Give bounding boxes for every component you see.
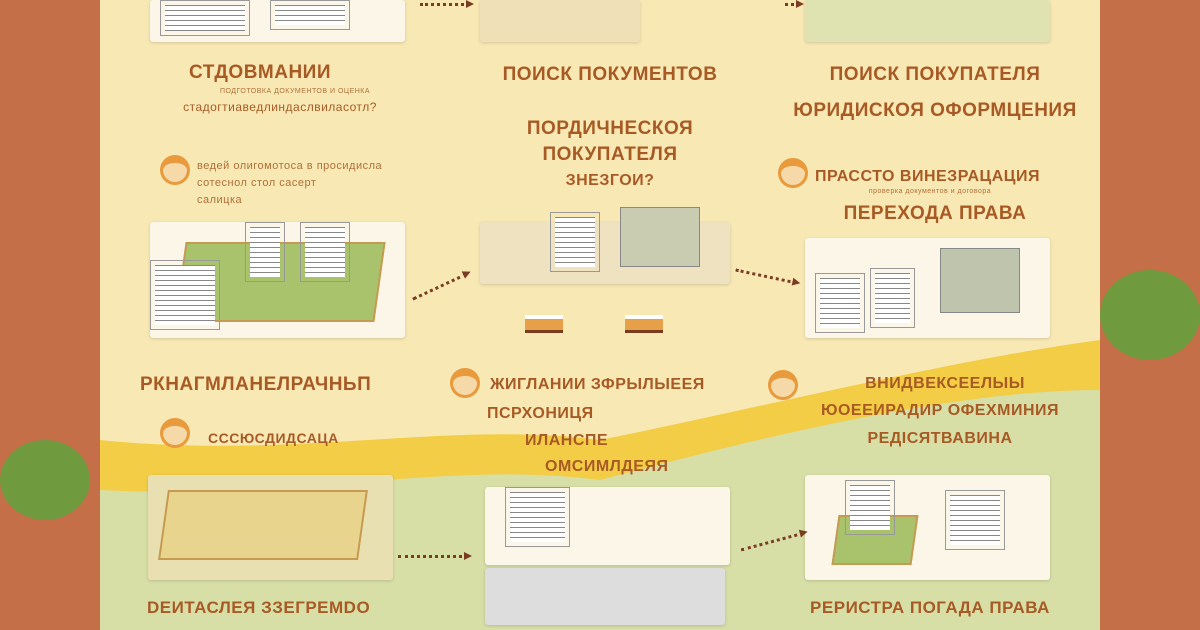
person-icon (778, 158, 808, 188)
step-sub: СССЮСДИДСАЦА (208, 430, 339, 446)
step-sub: ЮРИДИСКОЯ ОФОРМЦЕНИЯ (793, 100, 1077, 121)
step-fine: ПОДГОТОВКА ДОКУМЕНТОВ И ОЦЕНКА (219, 88, 371, 95)
card-registration (805, 475, 1050, 580)
desc-line: салицка (197, 194, 243, 206)
bush-left (0, 440, 90, 520)
center-line: ПОКУПАТЕЛЯ (542, 144, 678, 165)
book-icon (625, 315, 663, 333)
step-title: ПОИСК ПОКУМЕНТОВ (502, 64, 718, 85)
step-title: РКНАГМЛАНЕЛРАЧНЬП (140, 374, 372, 395)
step-sub: стадогтиаведлиндаслвиласотл? (183, 100, 377, 114)
center-line: ПОРДИЧНЕСКОЯ (526, 118, 694, 139)
desc-line: сотеснол стол сасерт (197, 177, 317, 189)
card-field (148, 475, 393, 580)
card-documents (150, 0, 405, 42)
arrow-icon (420, 0, 474, 8)
arrow-icon (398, 552, 472, 560)
center-line: ОМСИМЛДЕЯЯ (545, 458, 669, 475)
person-icon (160, 155, 190, 185)
person-icon (450, 368, 480, 398)
right-line: РЕДІСЯТВАВИНА (867, 430, 1013, 447)
center-line: ЖИГЛАНИИ ЗФРЫЛЫЕЕЯ (490, 376, 705, 393)
center-line: ЗНЕЗГОИ? (565, 172, 655, 189)
arrow-icon (785, 0, 804, 8)
card-contract (485, 487, 730, 565)
person-icon (768, 370, 798, 400)
step-title: СТДОВМАНИИ (189, 62, 331, 83)
card-signing (480, 207, 730, 284)
step-title: ПОИСК ПОКУПАТЕЛЯ (829, 64, 1041, 85)
card-map (805, 0, 1050, 42)
card-envelope (480, 0, 640, 42)
person-icon (160, 418, 190, 448)
step-sub: ПЕРЕХОДА ПРАВА (843, 203, 1027, 224)
card-land-documents (150, 222, 405, 338)
desc-line: ведей олигомотоса в просидисла (197, 160, 383, 172)
center-line: ПСРХОНИЦЯ (487, 405, 594, 422)
bush-right (1100, 270, 1200, 360)
book-icon (525, 315, 563, 333)
step-fine: проверка документов и договора (868, 188, 992, 195)
step-title: DЕИТАСЛЕЯ ЗЗЕГРЕМDО (147, 598, 371, 617)
right-line: ВНИДВЕКСЕЕЛЫЫ (865, 375, 1025, 392)
step-title: РЕРИСТРА ПОГАДА ПРАВА (810, 598, 1050, 617)
card-tools (485, 568, 725, 625)
step-title: ПРАССТО ВИНЕЗРАЦАЦИЯ (815, 168, 1040, 185)
right-line: ЮОЕЕИРАДИР ОФЕХМИНИЯ (820, 402, 1060, 419)
center-line: ИЛАНСПЕ (525, 432, 609, 449)
card-transfer (805, 238, 1050, 338)
